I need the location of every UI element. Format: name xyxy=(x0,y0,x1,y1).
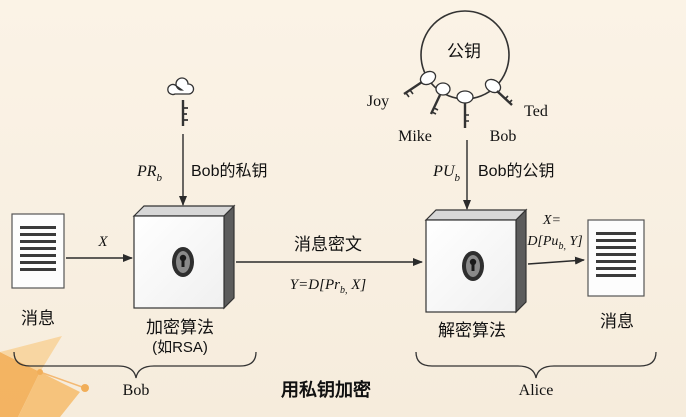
encryption-box xyxy=(132,204,236,310)
encryption-algorithm-label: 加密算法 xyxy=(146,318,214,337)
output-arrow xyxy=(527,256,585,265)
keyhole-lock-icon xyxy=(172,247,194,277)
public-key-ring-label: 公钥 xyxy=(447,42,481,61)
name-bob: Bob xyxy=(490,128,517,145)
name-mike: Mike xyxy=(398,128,432,145)
ciphertext-label: 消息密文 xyxy=(294,235,362,254)
sender-document-icon xyxy=(11,213,65,289)
bob-group-brace xyxy=(13,351,257,379)
output-formula-line2: D[Pub, Y] xyxy=(526,234,582,252)
private-key-description: Bob的私钥 xyxy=(191,162,267,180)
decryption-box xyxy=(424,208,528,314)
public-key-description: Bob的公钥 xyxy=(478,162,554,180)
key-icon-bob xyxy=(456,90,474,128)
ciphertext-formula: Y=D[Prb, X] xyxy=(290,277,367,296)
key-icon-mike xyxy=(429,82,451,115)
sender-message-label: 消息 xyxy=(21,309,55,328)
receiver-document-icon xyxy=(587,219,645,297)
name-joy: Joy xyxy=(367,93,389,110)
diagram-title: 用私钥加密 xyxy=(281,379,371,400)
key-icon-joy xyxy=(403,70,437,98)
output-formula-line1: X= xyxy=(542,213,561,228)
key-icon-ted xyxy=(484,78,513,106)
private-key-symbol: PRb xyxy=(136,163,163,184)
decryption-algorithm-label: 解密算法 xyxy=(438,321,506,340)
corner-decoration xyxy=(0,336,89,417)
receiver-message-label: 消息 xyxy=(600,312,634,331)
encryption-algorithm-example: (如RSA) xyxy=(152,339,208,356)
plaintext-x-label: X xyxy=(97,234,108,250)
alice-group-label: Alice xyxy=(519,382,554,399)
bob-group-label: Bob xyxy=(123,382,150,399)
private-key-icon xyxy=(167,77,195,126)
alice-group-brace xyxy=(415,351,657,379)
public-key-symbol: PUb xyxy=(432,163,460,184)
name-ted: Ted xyxy=(524,103,548,120)
keyhole-lock-icon xyxy=(462,251,484,281)
